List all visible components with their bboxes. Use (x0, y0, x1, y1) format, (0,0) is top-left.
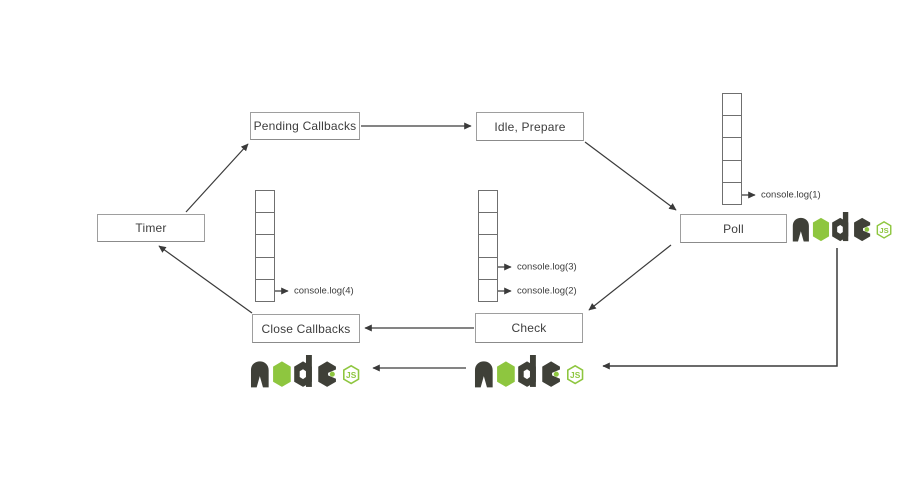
queue-cell (478, 213, 498, 236)
nodejs-logo-bottom-left (249, 355, 361, 390)
queue-cell (722, 116, 742, 139)
queue-cell (255, 279, 275, 303)
queue-cell (722, 93, 742, 117)
queue-cell (478, 279, 498, 303)
console-log-2-label: console.log(2) (517, 285, 577, 297)
queue-cell (722, 138, 742, 161)
poll-box: Poll (680, 214, 787, 243)
timer-box: Timer (97, 214, 205, 242)
queue-cell (722, 182, 742, 206)
arrow-poll-logo-to-logo-middle (602, 248, 838, 370)
close-callbacks-box: Close Callbacks (252, 314, 360, 343)
arrow-close-callbacks-to-timer (158, 245, 253, 314)
check-box: Check (475, 313, 583, 343)
queue-cell (255, 235, 275, 258)
queue-cell (478, 235, 498, 258)
queue-cell (722, 160, 742, 183)
poll-callback-queue (722, 93, 742, 206)
idle-prepare-box: Idle, Prepare (476, 112, 584, 141)
queue-cell (255, 257, 275, 280)
queue-cell (255, 213, 275, 236)
arrow-poll-to-check (588, 244, 672, 311)
console-log-1-label: console.log(1) (761, 189, 821, 201)
arrow-idle-prepare-to-poll (584, 141, 677, 211)
queue-cell (478, 190, 498, 214)
queue-cell (255, 190, 275, 214)
close-callback-queue (255, 190, 275, 303)
queue-cell (478, 257, 498, 280)
nodejs-logo-bottom-middle (473, 355, 585, 390)
nodejs-logo-poll (791, 212, 893, 244)
console-log-3-label: console.log(3) (517, 261, 577, 273)
arrow-timer-to-pending-callbacks (185, 143, 249, 213)
pending-callbacks-box: Pending Callbacks (250, 112, 360, 140)
check-callback-queue (478, 190, 498, 303)
console-log-4-label: console.log(4) (294, 285, 354, 297)
